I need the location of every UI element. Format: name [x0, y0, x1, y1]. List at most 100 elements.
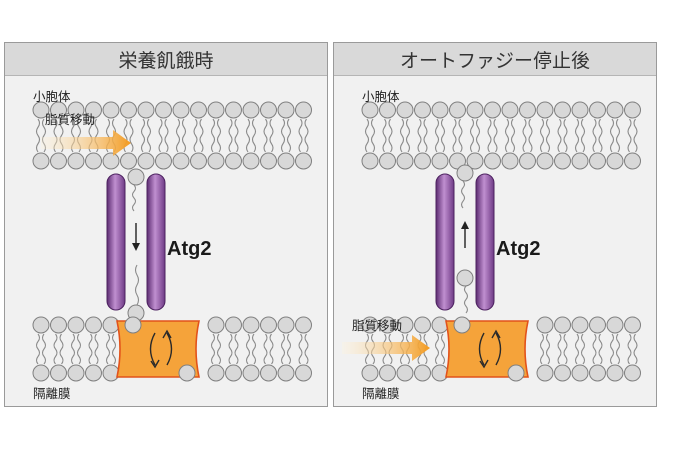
lipid-head — [361, 101, 379, 119]
arrow-up-icon — [461, 221, 469, 248]
lipid-head — [172, 152, 190, 170]
lipid-head — [178, 364, 196, 382]
lipid-head — [50, 316, 67, 334]
lipid-tail — [298, 118, 303, 153]
lipid-head — [50, 101, 67, 119]
flop-arrow-icon — [166, 332, 173, 366]
lipid-head — [396, 152, 414, 170]
lipid-tail — [452, 118, 457, 153]
lipid-tail — [460, 180, 466, 209]
lipid-transfer-label: 脂質移動 — [45, 112, 96, 127]
lipid-head — [396, 364, 414, 382]
lipid-head — [67, 101, 85, 119]
lipid-tail — [234, 333, 239, 365]
lipid-tail — [158, 118, 163, 153]
lipid-head — [102, 152, 120, 170]
lipid-tail — [615, 118, 621, 153]
lipid-tail — [59, 333, 64, 365]
starvation-panel: 栄養飢餓時 小胞体 脂質移動 Atg2 隔離膜 — [4, 42, 328, 407]
lipid-tail — [475, 118, 481, 153]
lipid-tail — [598, 333, 603, 365]
lipid-head — [414, 152, 431, 170]
panel-title: 栄養飢餓時 — [5, 43, 327, 76]
lipid-head — [431, 364, 449, 382]
lipid-head — [606, 316, 624, 334]
lipid-head — [431, 101, 449, 119]
lipid-head — [624, 364, 641, 382]
lipid-tail — [269, 333, 274, 365]
lipid-tail — [545, 333, 551, 365]
lipid-head — [85, 152, 102, 170]
lipid-head — [571, 101, 589, 119]
lipid-tail — [434, 118, 440, 153]
lipid-tail — [627, 118, 632, 153]
lipid-tail — [140, 118, 146, 153]
lipid-head — [137, 101, 155, 119]
lipid-tail — [528, 118, 533, 153]
lipid-head — [207, 364, 225, 382]
lipid-head — [589, 364, 606, 382]
lipid-head — [50, 364, 67, 382]
atg2-rod-right — [146, 173, 166, 311]
lipid-head — [414, 101, 431, 119]
lipid-transfer-arrow — [342, 335, 430, 361]
lipid-tail — [633, 333, 638, 365]
lipid-tail — [609, 333, 615, 365]
lipid-tail — [399, 118, 405, 153]
lipid-head — [242, 316, 260, 334]
lipid-tail — [251, 333, 257, 365]
lipid-tail — [440, 118, 446, 153]
lipid-head — [242, 101, 260, 119]
isolation-membrane-label: 隔離膜 — [33, 386, 71, 401]
diagram-starvation — [32, 101, 312, 382]
arrow-down-icon — [132, 223, 140, 251]
lipid-tail — [280, 118, 286, 153]
lipid-head — [379, 316, 396, 334]
lipid-head — [172, 101, 190, 119]
lipid-head — [277, 316, 295, 334]
lipid-head — [102, 316, 120, 334]
lipid-head — [571, 152, 589, 170]
lipid-head — [484, 101, 501, 119]
channel-lipid-head — [456, 269, 474, 287]
lipid-tail — [364, 118, 370, 153]
lipid-tail — [76, 333, 82, 365]
lipid-head — [507, 364, 525, 382]
lipid-tail — [210, 118, 216, 153]
lipid-head — [466, 101, 484, 119]
er-label: 小胞体 — [362, 89, 400, 104]
lipid-tail — [557, 333, 562, 365]
isolation-membrane-label: 隔離膜 — [362, 386, 400, 401]
lipid-head — [554, 364, 571, 382]
lipid-head — [225, 364, 242, 382]
lipid-head — [277, 101, 295, 119]
lipid-tail — [286, 118, 292, 153]
lipid-head — [624, 101, 641, 119]
lipid-tail — [263, 333, 268, 365]
atg2-rod-left — [435, 173, 455, 311]
lipid-head — [260, 364, 277, 382]
lipid-tail — [580, 333, 586, 365]
lipid-head — [624, 152, 641, 170]
lipid-tail — [304, 118, 309, 153]
flop-arrow-icon — [495, 332, 502, 366]
lipid-head — [120, 101, 137, 119]
lipid-head — [67, 316, 85, 334]
lipid-head — [207, 101, 225, 119]
lipid-tail — [563, 118, 568, 153]
lipid-tail — [245, 333, 251, 365]
lipid-tail — [440, 333, 446, 365]
lipid-head — [295, 101, 312, 119]
lipid-tail — [417, 118, 422, 153]
lipid-head — [155, 152, 172, 170]
lipid-tail — [592, 333, 597, 365]
lipid-tail — [627, 333, 632, 365]
lipid-head — [519, 152, 536, 170]
lipid-tail — [263, 118, 268, 153]
lipid-tail — [105, 333, 111, 365]
lipid-head — [571, 364, 589, 382]
lipid-tail — [53, 333, 58, 365]
lipid-tail — [35, 333, 41, 365]
lipid-tail — [228, 118, 233, 153]
scramblase-protein — [445, 316, 529, 382]
